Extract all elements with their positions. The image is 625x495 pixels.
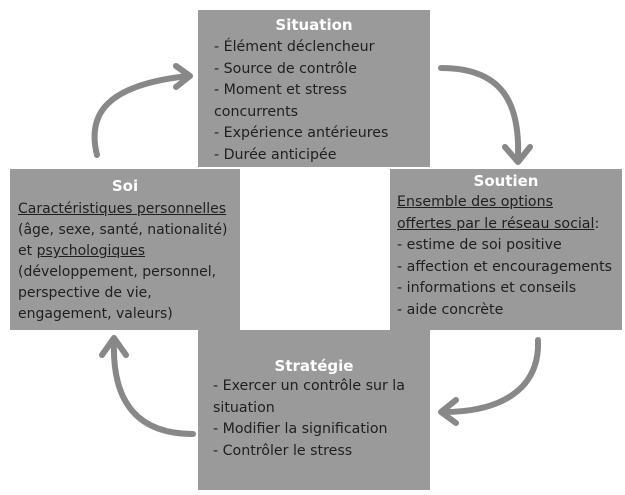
strategie-item: situation <box>213 399 275 416</box>
soutien-title: Soutien <box>473 172 539 190</box>
soutien-intro-suffix: : <box>594 215 600 232</box>
soi-line-prefix: et <box>18 243 37 259</box>
strategie-item: - Contrôler le stress <box>213 442 353 459</box>
soi-title: Soi <box>111 177 139 195</box>
soutien-intro: offertes par le réseau social: <box>397 214 622 236</box>
situation-item: concurrents <box>214 103 299 120</box>
arrow-soi-to-situation <box>91 73 191 158</box>
strategie-title: Stratégie <box>274 357 354 375</box>
situation-title: Situation <box>275 16 353 34</box>
arrow-strategie-to-soi <box>110 339 196 437</box>
soi-line: Caractéristiques personnelles <box>18 201 227 217</box>
soutien-item: - informations et conseils <box>397 280 577 297</box>
situation-item: - Moment et stress <box>214 82 347 99</box>
soi-box: Soi Caractéristiques personnelles (âge, … <box>10 169 240 330</box>
soi-line: (âge, sexe, santé, nationalité) <box>18 222 228 238</box>
soutien-item: - aide concrète <box>397 301 504 318</box>
arrow-situation-to-soutien <box>438 65 522 160</box>
soi-line: perspective de vie, <box>18 285 152 301</box>
situation-box: Situation - Élément déclencheur - Source… <box>198 10 430 167</box>
soutien-box: Soutien Ensemble des options offertes pa… <box>390 169 622 330</box>
soi-line-underlined: psychologiques <box>36 243 146 259</box>
arrow-soutien-to-strategie <box>440 337 542 415</box>
soi-line: engagement, valeurs) <box>18 306 173 322</box>
situation-item: - Durée anticipée <box>214 146 337 163</box>
soutien-intro-underlined: offertes par le réseau social <box>397 215 595 232</box>
strategie-item: - Exercer un contrôle sur la <box>213 378 405 394</box>
arrowhead-icon <box>502 144 533 165</box>
center-blank <box>240 169 390 330</box>
soi-line: et psychologiques <box>18 241 240 262</box>
strategie-item: - Modifier la signification <box>213 421 388 438</box>
situation-item: - Source de contrôle <box>214 60 358 77</box>
soutien-item: - estime de soi positive <box>397 237 562 254</box>
situation-item: - Expérience antérieures <box>214 125 389 142</box>
arrowhead-icon <box>438 397 459 426</box>
soutien-intro: Ensemble des options <box>397 194 553 210</box>
strategie-box: Stratégie - Exercer un contrôle sur la s… <box>198 330 430 490</box>
arrowhead-icon <box>99 335 129 358</box>
soutien-item: - affection et encouragements <box>397 258 613 275</box>
arrowhead-icon <box>173 63 193 90</box>
soi-line: (développement, personnel, <box>18 264 217 280</box>
situation-item: - Élément déclencheur <box>214 39 375 55</box>
